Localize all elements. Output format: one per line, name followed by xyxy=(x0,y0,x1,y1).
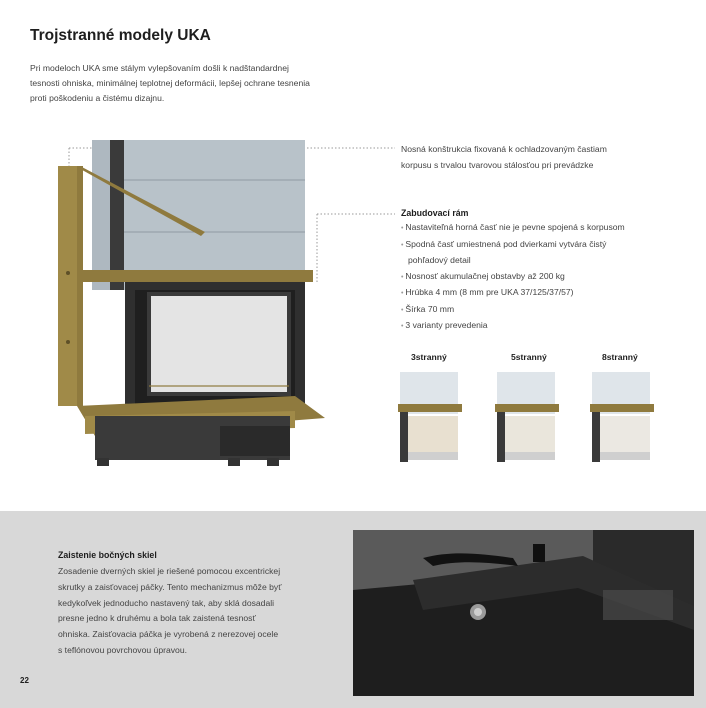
list-item: 3 varianty prevedenia xyxy=(401,318,691,335)
intro-line: Pri modeloch UKA sme stálym vylepšovaním… xyxy=(30,63,289,73)
installation-frame-section: Zabudovací rám Nastaviteľná horná časť n… xyxy=(401,208,691,335)
list-item: Šírka 70 mm xyxy=(401,302,691,319)
intro-paragraph: Pri modeloch UKA sme stálym vylepšovaním… xyxy=(30,61,350,107)
intro-line: proti poškodeniu a čistému dizajnu. xyxy=(30,93,165,104)
section-heading: Zabudovací rám xyxy=(401,208,469,218)
page-title: Trojstranné modely UKA xyxy=(30,27,211,44)
intro-line: tesnosti ohniska, minimálnej teplotnej d… xyxy=(30,78,310,89)
model-thumbnail-3 xyxy=(398,372,462,462)
model-label: 5stranný xyxy=(511,352,547,362)
list-item: Nosnosť akumulačnej obstavby až 200 kg xyxy=(401,269,691,286)
body-line: ohniska. Zaisťovacia páčka je vyrobená z… xyxy=(58,629,279,640)
feature-list: Nastaviteľná horná časť nie je pevne spo… xyxy=(401,220,691,335)
body-line: presne jedno k druhému a bola tak zaiste… xyxy=(58,613,256,624)
list-item: Nastaviteľná horná časť nie je pevne spo… xyxy=(401,220,691,237)
list-item: Spodná časť umiestnená pod dvierkami vyt… xyxy=(401,237,691,269)
model-label: 3stranný xyxy=(411,352,447,362)
note-line: korpusu s trvalou tvarovou stálosťou pri… xyxy=(401,159,594,170)
section-heading: Zaistenie bočných skiel xyxy=(58,550,157,560)
model-label: 8stranný xyxy=(602,352,638,362)
section-body: Zosadenie dverných skiel je riešené pomo… xyxy=(58,564,328,659)
model-thumbnail-5 xyxy=(495,372,559,462)
body-line: skrutky a zaisťovacej páčky. Tento mecha… xyxy=(58,581,282,592)
body-line: s teflónovou povrchovou úpravou. xyxy=(58,644,187,655)
page-number: 22 xyxy=(20,676,29,685)
lock-mechanism-photo xyxy=(353,530,694,696)
note-line: Nosná konštrukcia fixovaná k ochladzovan… xyxy=(401,144,607,154)
body-line: Zosadenie dverných skiel je riešené pomo… xyxy=(58,566,281,576)
model-thumbnail-8 xyxy=(590,372,654,462)
body-line: kedykoľvek jednoducho nastavený tak, aby… xyxy=(58,597,275,608)
list-item: Hrúbka 4 mm (8 mm pre UKA 37/125/37/57) xyxy=(401,285,691,302)
glass-lock-section: Zaistenie bočných skiel Zosadenie dverný… xyxy=(58,550,328,659)
support-structure-note: Nosná konštrukcia fixovaná k ochladzovan… xyxy=(401,142,661,173)
fireplace-illustration xyxy=(58,140,395,466)
